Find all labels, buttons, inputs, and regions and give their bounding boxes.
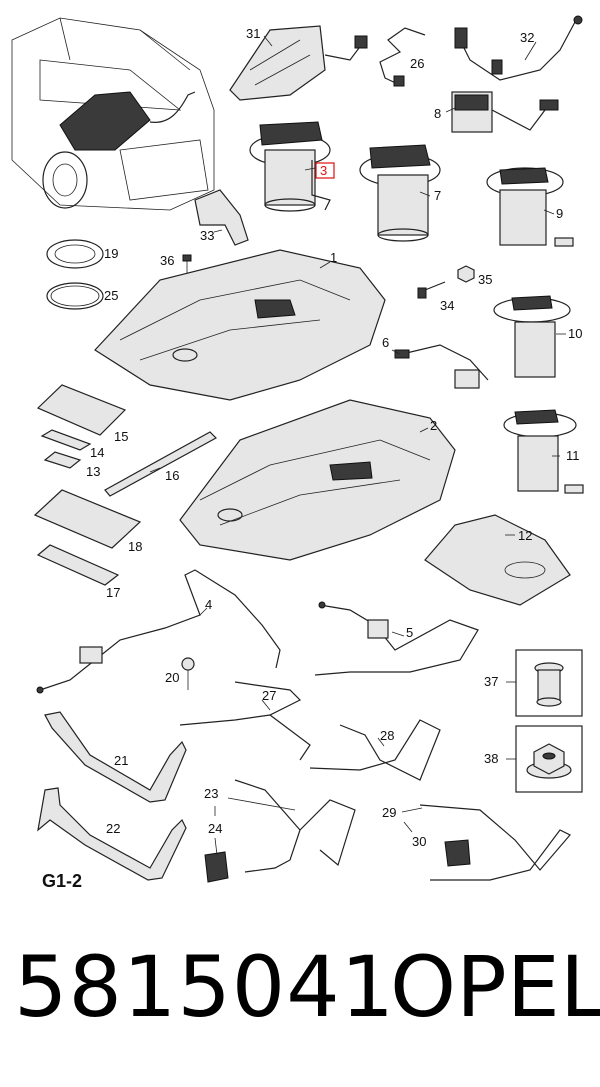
label-22: 22: [106, 821, 120, 836]
label-23: 23: [204, 786, 218, 801]
leader-lines: [149, 35, 566, 856]
line-29: [419, 804, 571, 881]
sensor-line-5: [314, 601, 479, 676]
line-23: [234, 779, 356, 873]
fuel-pump-9: [486, 167, 574, 247]
label-26: 26: [410, 56, 424, 71]
fuel-line-4: [36, 569, 281, 694]
label-6: 6: [382, 335, 389, 350]
label-13: 13: [86, 464, 100, 479]
label-33: 33: [200, 228, 214, 243]
grommet-37: [534, 662, 564, 707]
label-35: 35: [478, 272, 492, 287]
hose-clip: [393, 75, 405, 87]
group-code: G1-2: [42, 871, 82, 891]
fuel-hose: [379, 27, 426, 86]
label-21: 21: [114, 753, 128, 768]
pad-15: [36, 384, 127, 436]
label-2: 2: [430, 418, 437, 433]
pad-13: [43, 451, 82, 469]
label-17: 17: [106, 585, 120, 600]
bolt-34: [417, 281, 446, 299]
label-15: 15: [114, 429, 128, 444]
fuel-pump-11: [503, 409, 584, 494]
fuel-pump-3: [249, 121, 331, 212]
label-29: 29: [382, 805, 396, 820]
label-14: 14: [90, 445, 104, 460]
bolt-36: [182, 254, 192, 274]
part-37-box: [515, 649, 583, 717]
lock-ring: [46, 239, 104, 269]
label-3: 3: [320, 163, 327, 178]
seal-ring: [46, 282, 104, 310]
bracket: [194, 189, 249, 246]
fuel-tank-1: [94, 249, 386, 401]
screw-20: [181, 657, 195, 690]
strip-16: [104, 431, 217, 497]
clip-30: [444, 839, 471, 867]
part-number: 5815041: [14, 938, 396, 1036]
label-19: 19: [104, 246, 118, 261]
fuel-sender-unit: [451, 91, 559, 133]
label-9: 9: [556, 206, 563, 221]
label-18: 18: [128, 539, 142, 554]
vehicle-illustration: [11, 17, 215, 211]
label-30: 30: [412, 834, 426, 849]
parts-diagram: 31 26 32 8 3 7 9 33 19 36 1 35 25 34 10 …: [11, 15, 584, 891]
brand-name: OPEL: [390, 938, 600, 1036]
label-24: 24: [208, 821, 222, 836]
label-27: 27: [262, 688, 276, 703]
label-37: 37: [484, 674, 498, 689]
label-8: 8: [434, 106, 441, 121]
label-32: 32: [520, 30, 534, 45]
fuel-pump-10: [493, 295, 571, 378]
fuel-pump-7: [359, 144, 441, 242]
tank-strap-22: [37, 787, 187, 881]
label-25: 25: [104, 288, 118, 303]
label-4: 4: [205, 597, 212, 612]
sensor-line-6: [394, 344, 489, 389]
label-31: 31: [246, 26, 260, 41]
nut-35: [457, 265, 475, 283]
label-16: 16: [165, 468, 179, 483]
pad-18: [33, 489, 142, 549]
label-1: 1: [330, 250, 337, 265]
label-28: 28: [380, 728, 394, 743]
label-10: 10: [568, 326, 582, 341]
line-28: [309, 719, 441, 781]
fuel-tank-2: [179, 399, 456, 561]
fuel-pump-housing: [229, 25, 368, 101]
pad-14: [40, 429, 92, 451]
label-20: 20: [165, 670, 179, 685]
label-34: 34: [440, 298, 454, 313]
wiring-harness: [459, 21, 576, 81]
heat-shield-12: [424, 514, 571, 606]
label-7: 7: [434, 188, 441, 203]
footer-caption: 5815041 OPEL: [0, 945, 600, 1055]
label-12: 12: [518, 528, 532, 543]
nut-38: [526, 743, 572, 779]
clip-24: [204, 851, 229, 883]
line-27: [179, 681, 311, 761]
label-11: 11: [566, 448, 580, 463]
highlighted-callout-box: [315, 162, 335, 179]
label-5: 5: [406, 625, 413, 640]
label-36: 36: [160, 253, 174, 268]
tank-strap-21: [44, 711, 187, 803]
label-38: 38: [484, 751, 498, 766]
part-labels: 31 26 32 8 3 7 9 33 19 36 1 35 25 34 10 …: [42, 26, 582, 891]
pad-17: [36, 544, 120, 586]
